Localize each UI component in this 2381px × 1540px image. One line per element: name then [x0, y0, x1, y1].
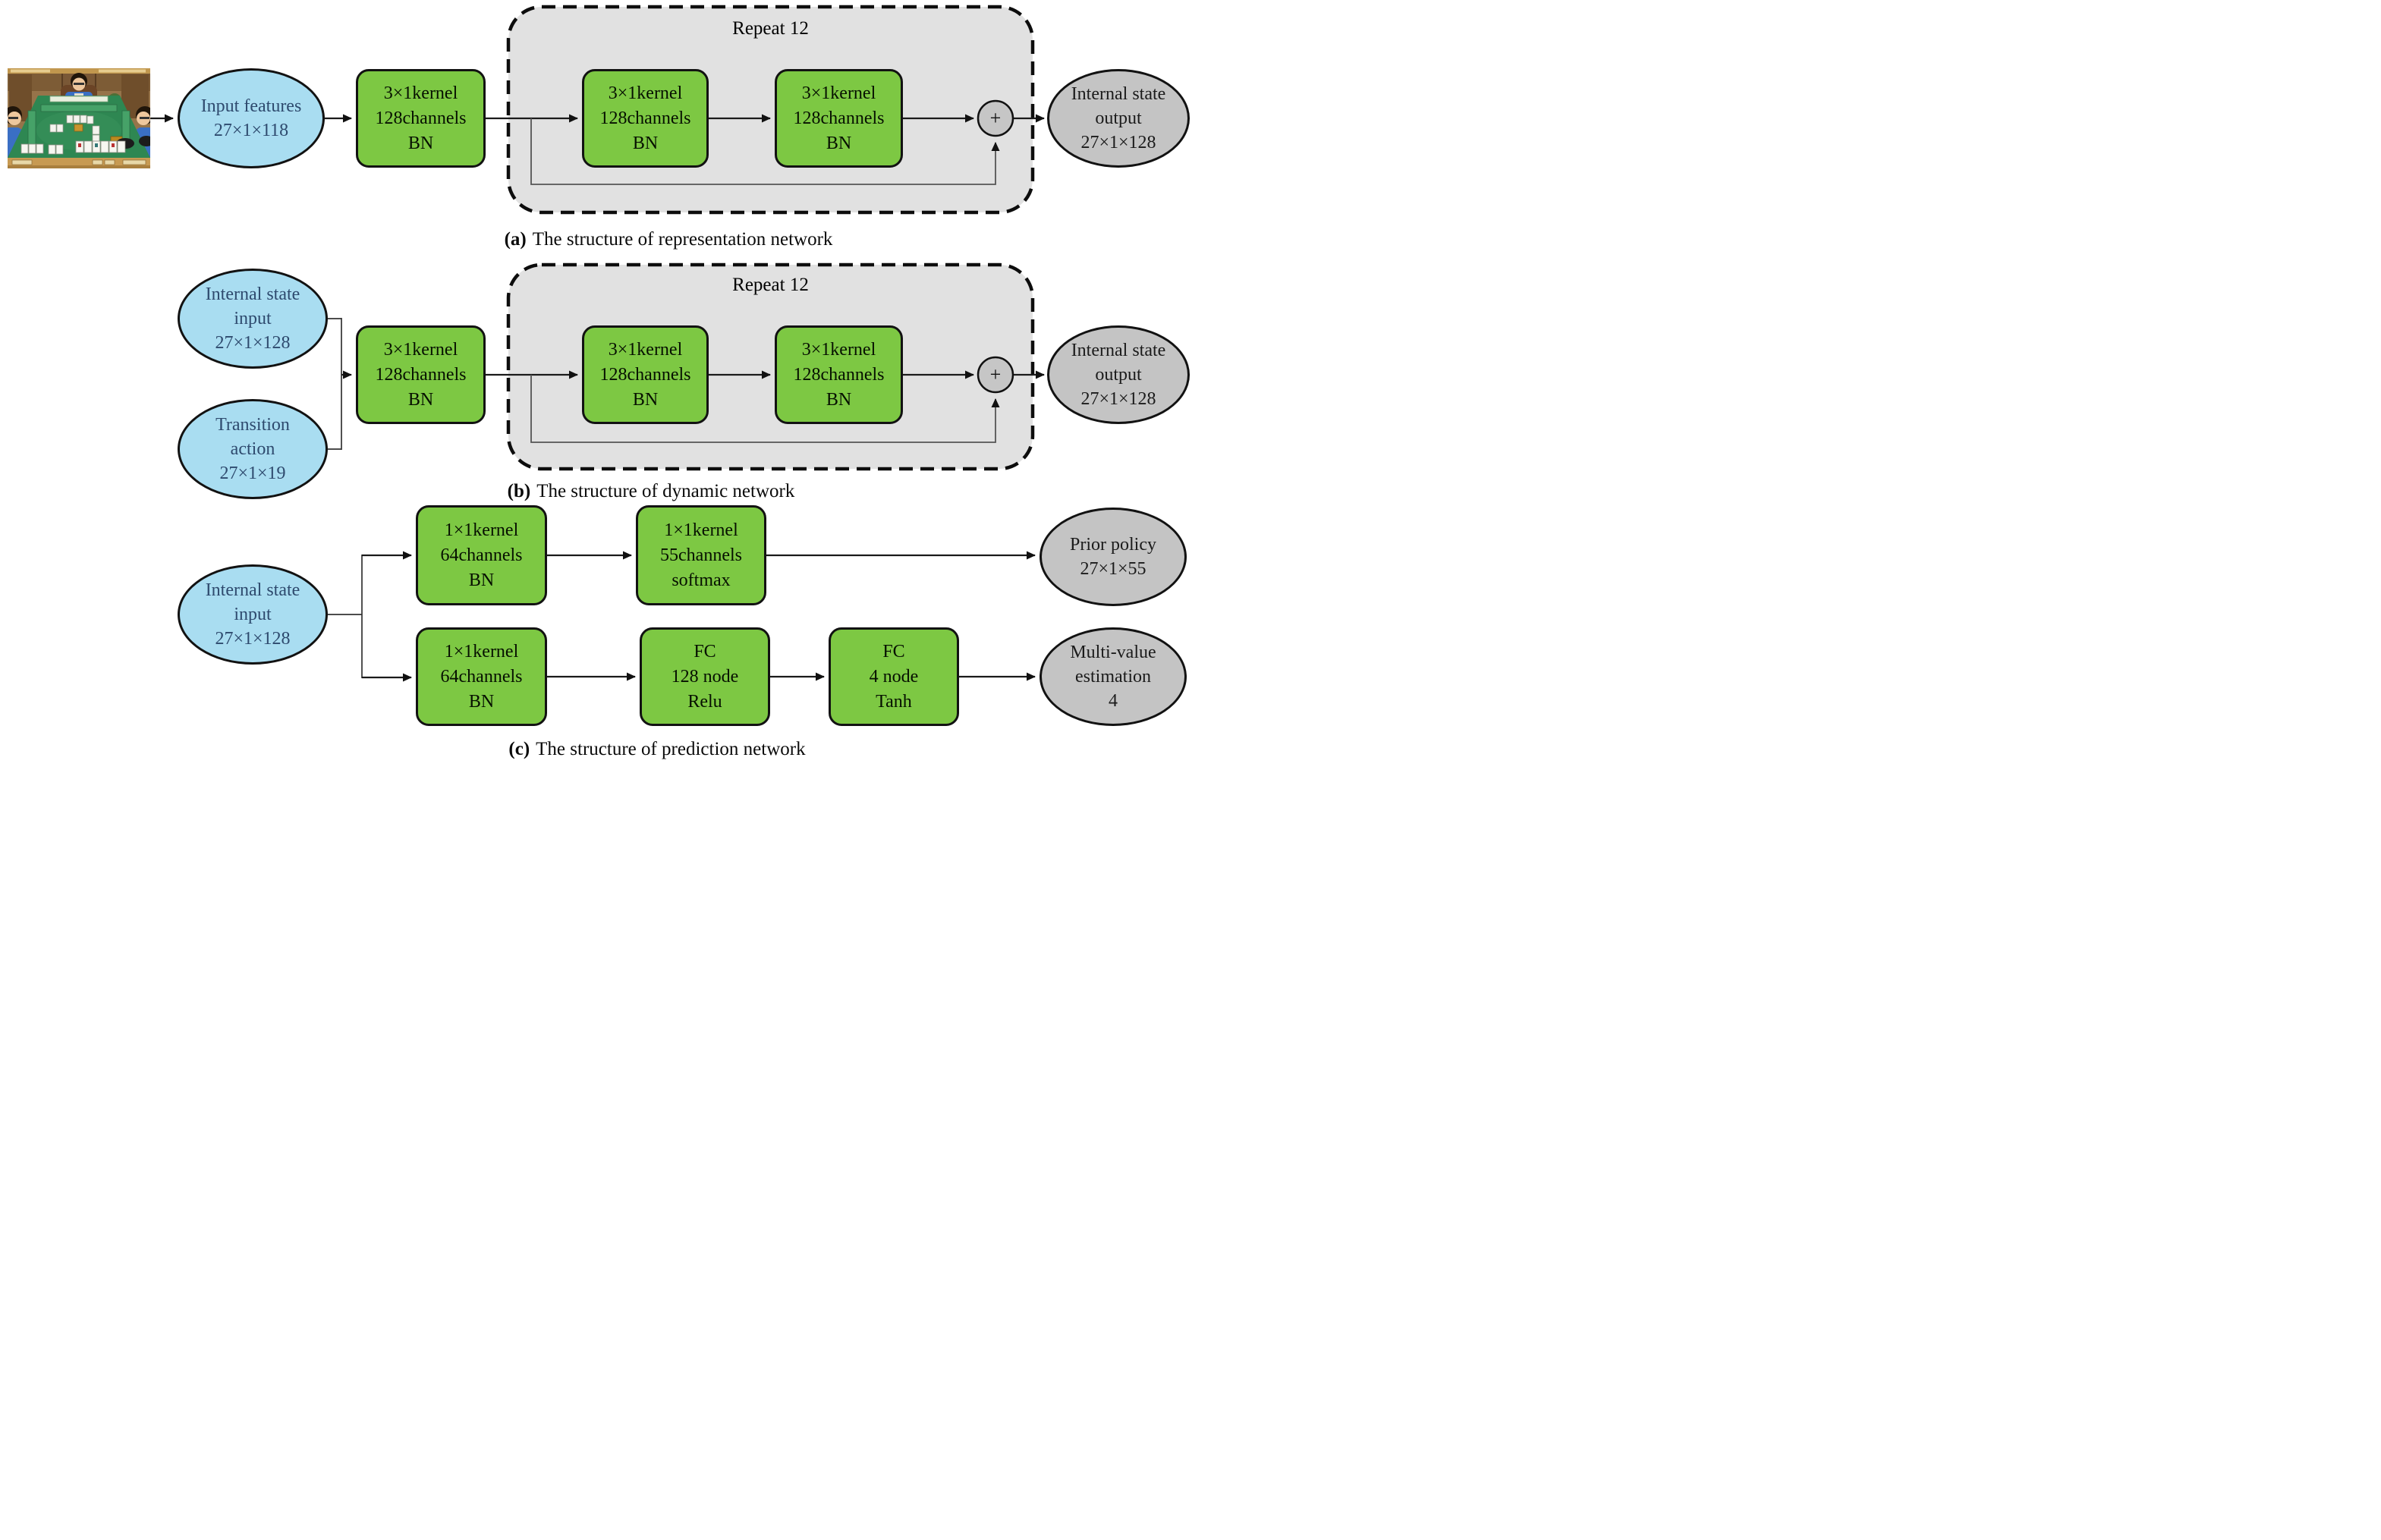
policy-head-box: 1×1kernel 55channels softmax — [636, 505, 766, 605]
multi-value-line3: 4 — [1109, 691, 1118, 711]
conv-box-a-line1: 3×1kernel — [383, 83, 458, 103]
action-input-line1: Transition — [215, 415, 290, 435]
repeat-label-b: Repeat 12 — [732, 275, 809, 295]
caption-c: (c) The structure of prediction network — [392, 739, 923, 760]
internal-state-input-ellipse-c: Internal state input 27×1×128 — [178, 564, 328, 665]
repeat-label-a: Repeat 12 — [732, 18, 809, 39]
res-box1-b-line2: 128channels — [599, 364, 691, 385]
input-features-line2: 27×1×118 — [213, 121, 289, 140]
plus-sign-b: + — [989, 363, 1002, 385]
internal-state-output-ellipse-a: Internal state output 27×1×128 — [1047, 69, 1190, 168]
action-input-line3: 27×1×19 — [219, 464, 286, 483]
input-c-line3: 27×1×128 — [215, 629, 291, 649]
policy-conv-line2: 64channels — [440, 545, 523, 565]
caption-a-label: (a) — [504, 229, 527, 250]
input-c-line1: Internal state — [205, 580, 300, 600]
value-fc2-line2: 4 node — [869, 666, 919, 687]
figure-network-structures: Repeat 12 Input features 27×1×118 3×1ker… — [0, 0, 1190, 770]
skip-connection-b — [530, 375, 1000, 443]
value-fc2-line3: Tanh — [876, 691, 912, 712]
value-fc2-box: FC 4 node Tanh — [829, 627, 959, 726]
caption-b: (b)The structure of dynamic network — [385, 481, 917, 502]
conv-box-b-line2: 128channels — [375, 364, 467, 385]
res-box2-b: 3×1kernel 128channels BN — [775, 325, 903, 424]
value-fc1-line1: FC — [694, 641, 716, 662]
output-b-line1: Internal state — [1071, 341, 1166, 360]
value-fc2-line1: FC — [882, 641, 905, 662]
policy-head-line3: softmax — [672, 570, 731, 590]
caption-b-label: (b) — [507, 481, 531, 501]
res-box1-a-line1: 3×1kernel — [608, 83, 683, 103]
conv-box-a-line2: 128channels — [375, 108, 467, 128]
res-box1-a-line3: BN — [632, 133, 659, 153]
prior-policy-ellipse: Prior policy 27×1×55 — [1040, 508, 1187, 606]
plus-sign-a: + — [989, 107, 1002, 129]
output-a-line1: Internal state — [1071, 84, 1166, 104]
output-b-line3: 27×1×128 — [1080, 389, 1156, 409]
prior-policy-line2: 27×1×55 — [1080, 559, 1146, 579]
sum-node-b — [977, 356, 1014, 394]
res-box2-a-line1: 3×1kernel — [801, 83, 876, 103]
output-a-line2: output — [1095, 108, 1142, 128]
res-box1-a-line2: 128channels — [599, 108, 691, 128]
skip-connection-a — [530, 118, 1000, 185]
multi-value-line2: estimation — [1075, 667, 1151, 687]
value-conv-line2: 64channels — [440, 666, 523, 687]
input-features-line1: Input features — [200, 96, 302, 116]
input-c-line2: input — [234, 605, 272, 624]
conv-box-b-line3: BN — [407, 389, 434, 410]
caption-c-text: The structure of prediction network — [536, 739, 806, 759]
res-box1-b-line1: 3×1kernel — [608, 339, 683, 360]
value-fc1-line2: 128 node — [671, 666, 739, 687]
conv-box-a-line3: BN — [407, 133, 434, 153]
caption-c-label: (c) — [508, 739, 530, 759]
policy-head-line2: 55channels — [660, 545, 742, 565]
state-input-b-line1: Internal state — [205, 284, 300, 304]
state-input-b-line3: 27×1×128 — [215, 333, 291, 353]
value-conv-line1: 1×1kernel — [444, 641, 519, 662]
conv-box-b-line1: 3×1kernel — [383, 339, 458, 360]
res-box1-b-line3: BN — [632, 389, 659, 410]
multi-value-estimation-ellipse: Multi-value estimation 4 — [1040, 627, 1187, 726]
res-box2-b-line2: 128channels — [793, 364, 885, 385]
output-a-line3: 27×1×128 — [1080, 133, 1156, 152]
value-conv-box: 1×1kernel 64channels BN — [416, 627, 547, 726]
multi-value-line1: Multi-value — [1070, 643, 1156, 662]
res-box1-b: 3×1kernel 128channels BN — [582, 325, 709, 424]
res-box2-a: 3×1kernel 128channels BN — [775, 69, 903, 168]
conv-box-a: 3×1kernel 128channels BN — [356, 69, 486, 168]
state-input-b-line2: input — [234, 309, 272, 328]
value-fc1-box: FC 128 node Relu — [640, 627, 770, 726]
policy-conv-box: 1×1kernel 64channels BN — [416, 505, 547, 605]
policy-head-line1: 1×1kernel — [664, 520, 738, 540]
internal-state-input-ellipse-b: Internal state input 27×1×128 — [178, 269, 328, 369]
res-box2-b-line3: BN — [826, 389, 852, 410]
value-fc1-line3: Relu — [687, 691, 722, 712]
conv-box-b: 3×1kernel 128channels BN — [356, 325, 486, 424]
sum-node-a — [977, 99, 1014, 137]
res-box2-a-line3: BN — [826, 133, 852, 153]
caption-a-text: The structure of representation network — [532, 229, 833, 250]
res-box2-a-line2: 128channels — [793, 108, 885, 128]
res-box1-a: 3×1kernel 128channels BN — [582, 69, 709, 168]
game-screenshot — [3, 68, 155, 168]
output-b-line2: output — [1095, 365, 1142, 385]
policy-conv-line1: 1×1kernel — [444, 520, 519, 540]
prior-policy-line1: Prior policy — [1070, 535, 1156, 555]
transition-action-ellipse: Transition action 27×1×19 — [178, 399, 328, 499]
caption-b-text: The structure of dynamic network — [536, 481, 795, 501]
value-conv-line3: BN — [468, 691, 495, 712]
mahjong-scene — [3, 68, 155, 168]
internal-state-output-ellipse-b: Internal state output 27×1×128 — [1047, 325, 1190, 424]
input-features-ellipse: Input features 27×1×118 — [178, 68, 325, 168]
policy-conv-line3: BN — [468, 570, 495, 590]
action-input-line2: action — [230, 439, 275, 459]
caption-a: (a)The structure of representation netwo… — [403, 229, 934, 250]
res-box2-b-line1: 3×1kernel — [801, 339, 876, 360]
